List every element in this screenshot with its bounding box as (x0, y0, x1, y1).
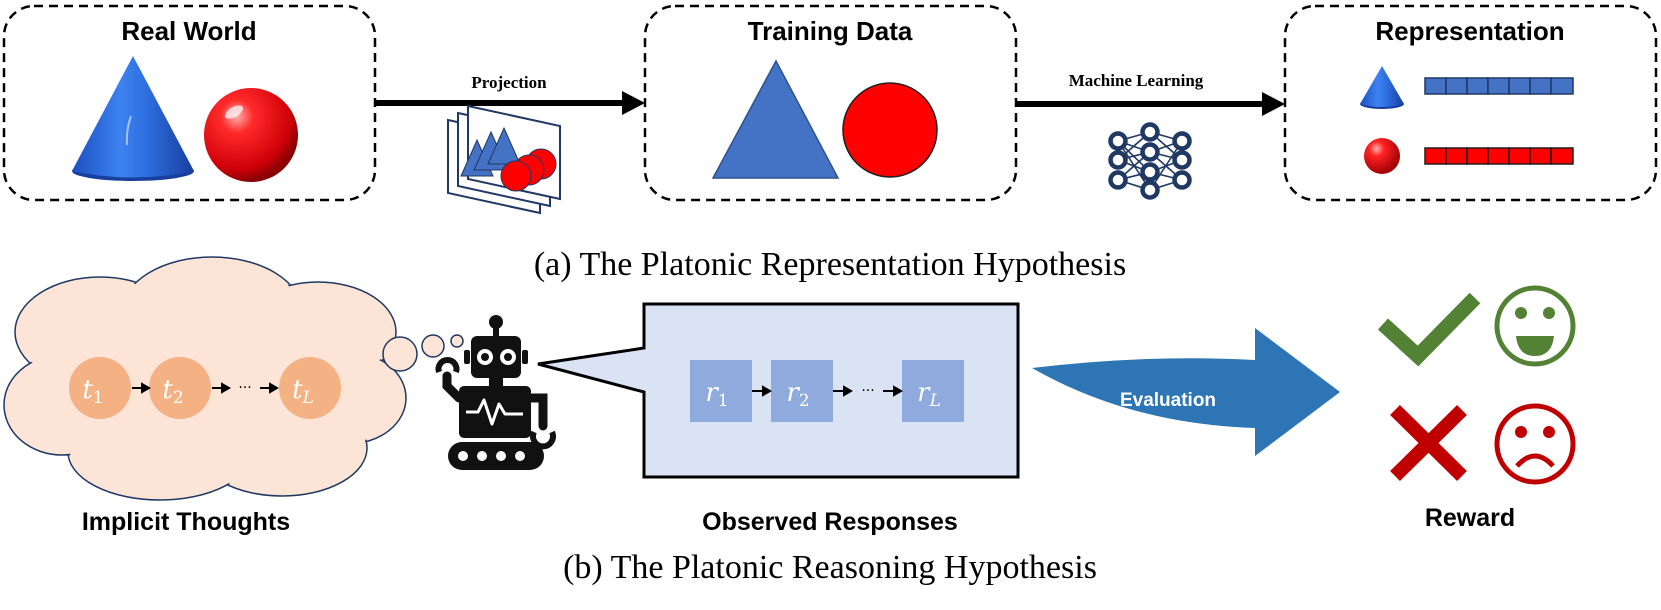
machine-learning-arrow: Machine Learning (1016, 71, 1285, 116)
representation-title: Representation (1375, 16, 1564, 46)
sphere-icon (204, 88, 298, 182)
observed-responses-label: Observed Responses (702, 508, 958, 536)
response-chain-arrows (752, 385, 904, 397)
response-node-2 (771, 360, 833, 422)
response-ellipsis: ··· (861, 383, 874, 399)
sad-face-icon (1494, 403, 1576, 485)
response-node-L-label: rL (917, 378, 941, 411)
thought-ellipsis: ··· (238, 380, 251, 396)
evaluation-arrow: Evaluation (1032, 328, 1340, 456)
evaluation-label: Evaluation (1120, 390, 1216, 411)
implicit-thoughts-label: Implicit Thoughts (82, 508, 290, 536)
check-icon (1377, 292, 1481, 367)
thought-node-1 (69, 357, 131, 419)
thought-node-L-label: tL (292, 375, 314, 408)
reward-label: Reward (1425, 504, 1515, 532)
representation-frame (1283, 4, 1658, 202)
panel-a: Real World Projection (2, 4, 1658, 283)
cross-icon (1390, 405, 1467, 481)
thought-node-1-label: t1 (82, 375, 103, 408)
machine-learning-label: Machine Learning (1069, 71, 1204, 90)
training-data-title: Training Data (748, 16, 913, 46)
circle-icon (842, 82, 938, 178)
reward-icons (1377, 285, 1576, 485)
cone-icon (72, 56, 194, 181)
small-sphere-icon (1364, 138, 1400, 174)
projection-frames-icon (447, 104, 561, 215)
robot-icon (435, 315, 556, 470)
caption-a: (a) The Platonic Representation Hypothes… (534, 246, 1126, 283)
thought-cloud: t1 t2 tL ··· (3, 256, 407, 501)
representation-box: Representation (1283, 4, 1658, 202)
panel-b: t1 t2 tL ··· (3, 256, 1576, 586)
thought-node-L (279, 357, 341, 419)
red-embedding-vector (1424, 147, 1574, 165)
projection-label: Projection (471, 73, 547, 92)
real-world-title: Real World (121, 16, 256, 46)
response-node-1 (690, 360, 752, 422)
thought-node-2 (149, 357, 211, 419)
response-node-1-label: r1 (705, 378, 728, 411)
triangle-icon (711, 59, 840, 179)
training-data-box: Training Data (643, 4, 1018, 202)
response-node-2-label: r2 (786, 378, 809, 411)
response-node-L (902, 360, 964, 422)
happy-face-icon (1494, 285, 1576, 367)
small-cone-icon (1360, 66, 1404, 109)
real-world-box: Real World (2, 4, 377, 202)
caption-b: (b) The Platonic Reasoning Hypothesis (563, 549, 1097, 586)
thought-bubbles (382, 334, 464, 372)
neural-network-icon (1108, 122, 1192, 200)
projection-arrow: Projection (375, 73, 645, 115)
thought-node-2-label: t2 (162, 375, 183, 408)
thought-chain-arrows (132, 382, 280, 394)
blue-embedding-vector (1424, 77, 1574, 95)
observed-responses-bubble: r1 r2 rL ··· (537, 302, 1020, 479)
